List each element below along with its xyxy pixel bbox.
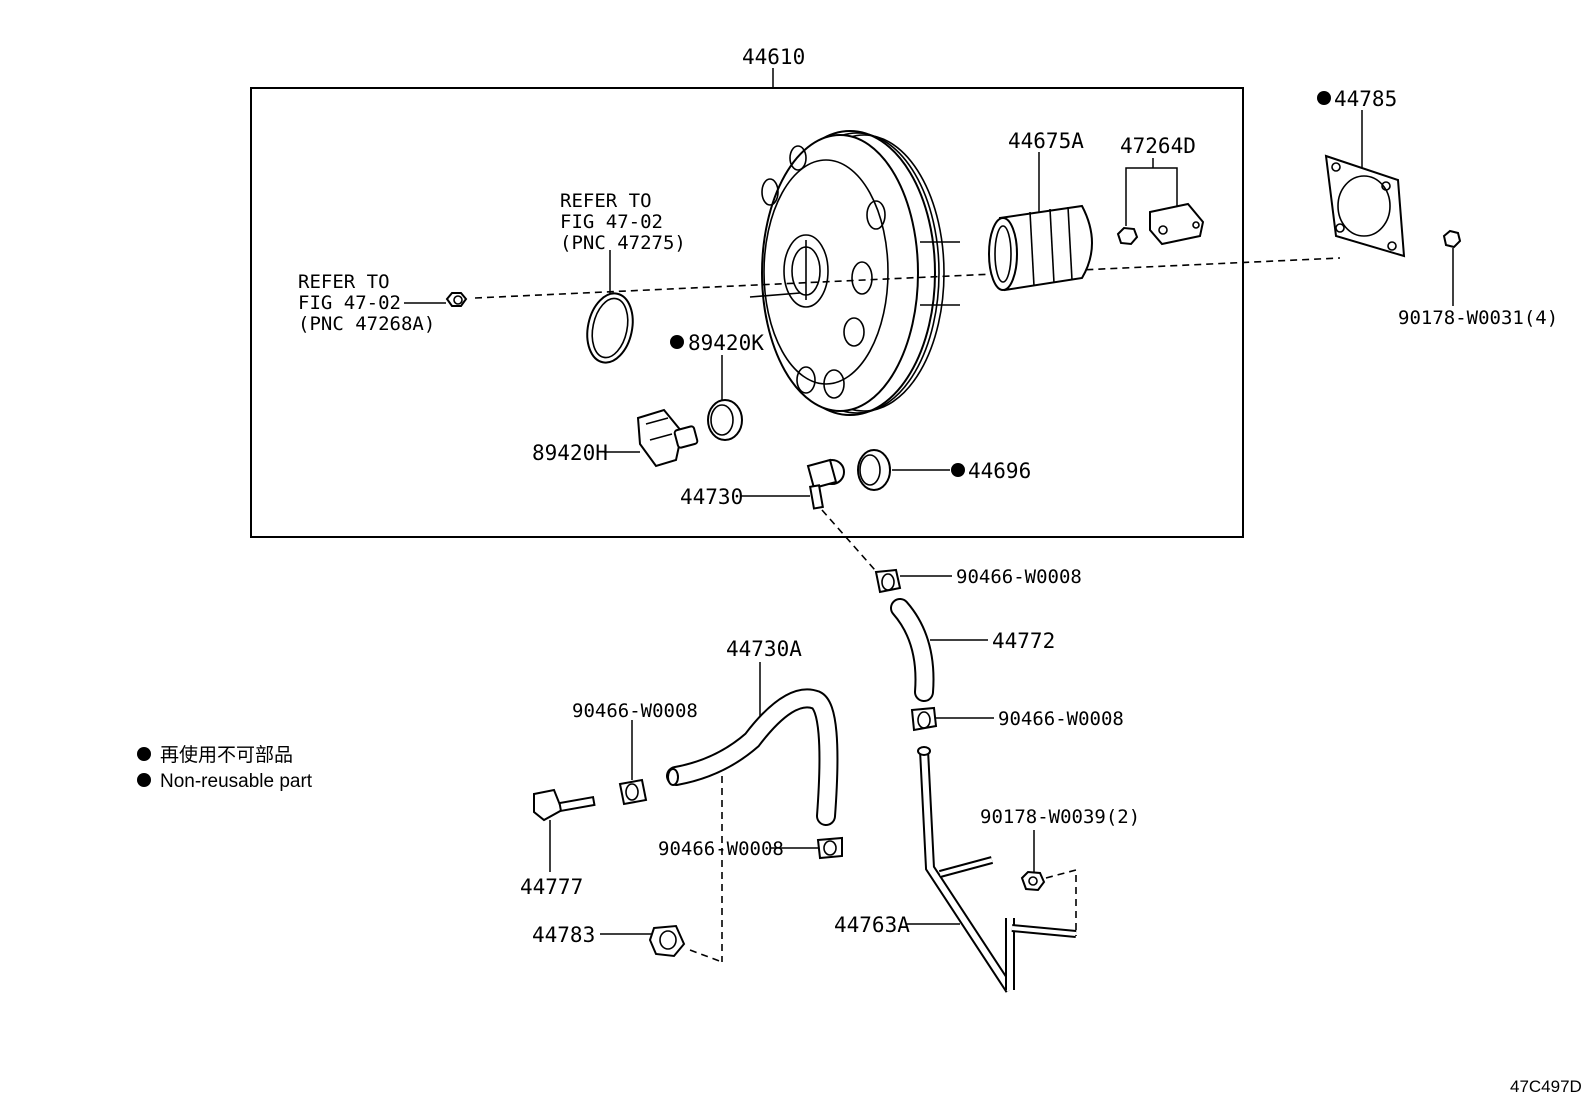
grommet-89420k: [707, 399, 743, 441]
nut-47268a: [445, 292, 468, 307]
nut-47264d: [1116, 226, 1139, 246]
nut-90178-w0031: [1442, 229, 1462, 249]
boot-44675a: [988, 204, 1093, 292]
label-44675a: 44675A: [1008, 129, 1084, 153]
label-90178-w0031: 90178-W0031(4): [1398, 307, 1558, 329]
svg-text:FIG 47-02: FIG 47-02: [298, 292, 401, 314]
clevis-47264d: [1149, 202, 1205, 246]
label-90466-a: 90466-W0008: [956, 566, 1082, 588]
label-47264d: 47264D: [1120, 134, 1196, 158]
label-89420k: 89420K: [688, 331, 764, 355]
label-44777: 44777: [520, 875, 583, 899]
svg-text:REFER TO: REFER TO: [298, 271, 390, 293]
label-44696: 44696: [968, 459, 1031, 483]
legend-item-jp: 再使用不可部品: [160, 744, 293, 766]
clip-90466-a: [874, 568, 902, 594]
assembly-frame: [250, 87, 1244, 538]
label-44730: 44730: [680, 485, 743, 509]
sensor-89420h: [636, 408, 699, 468]
legend: 再使用不可部品 Non-reusable part: [137, 744, 313, 792]
nut-90178-w0039: [1020, 870, 1046, 892]
union-44777: [533, 788, 596, 822]
label-90178-w0039: 90178-W0039(2): [980, 806, 1140, 828]
o-ring-seal: [586, 292, 634, 364]
legend-item-en: Non-reusable part: [160, 771, 313, 792]
label-89420h: 89420H: [532, 441, 608, 465]
svg-text:(PNC 47275): (PNC 47275): [560, 232, 686, 254]
clip-90466-b: [910, 706, 938, 732]
figure-code: 47C497D: [1510, 1077, 1582, 1096]
label-44763a: 44763A: [834, 913, 910, 937]
clip-90466-c: [618, 778, 648, 806]
legend-bullet-2: [137, 773, 151, 787]
clip-90466-d: [816, 836, 843, 860]
svg-text:FIG 47-02: FIG 47-02: [560, 211, 663, 233]
label-44785: 44785: [1334, 87, 1397, 111]
label-44783: 44783: [532, 923, 595, 947]
hose-44730a: [666, 688, 839, 826]
label-90466-c: 90466-W0008: [572, 700, 698, 722]
non-reusable-mark-44785: [1317, 91, 1331, 105]
legend-bullet-1: [137, 747, 151, 761]
non-reusable-mark-89420k: [670, 335, 684, 349]
label-44772: 44772: [992, 629, 1055, 653]
label-44730a: 44730A: [726, 637, 802, 661]
label-90466-b: 90466-W0008: [998, 708, 1124, 730]
refer-note-47268a: REFER TO FIG 47-02 (PNC 47268A): [298, 271, 435, 335]
pipe-44763a: [917, 746, 1077, 993]
label-90466-d: 90466-W0008: [658, 838, 784, 860]
svg-text:REFER TO: REFER TO: [560, 190, 652, 212]
refer-note-47275: REFER TO FIG 47-02 (PNC 47275): [560, 190, 686, 254]
non-reusable-mark-44696: [951, 463, 965, 477]
gasket-44785: [1324, 154, 1406, 258]
clamp-44783: [648, 924, 686, 958]
check-valve-44730: [806, 458, 845, 510]
grommet-44696: [857, 449, 891, 491]
assembly-number: 44610: [742, 45, 805, 69]
brake-booster: [749, 130, 960, 416]
svg-text:(PNC 47268A): (PNC 47268A): [298, 313, 435, 335]
